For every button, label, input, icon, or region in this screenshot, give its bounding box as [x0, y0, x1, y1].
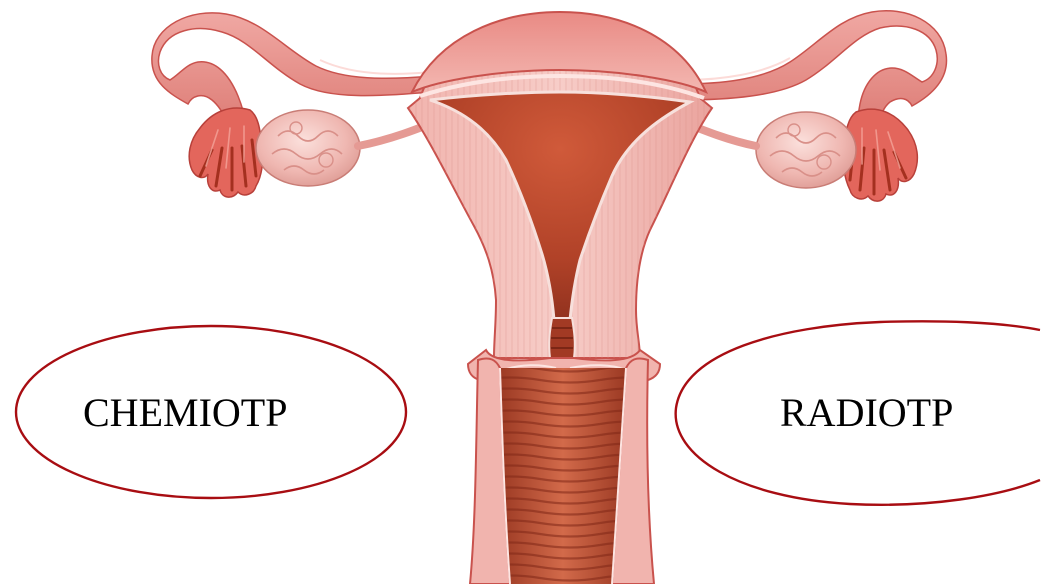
- cervical-canal: [549, 318, 575, 358]
- radiotherapy-label: RADIOTP: [780, 393, 953, 433]
- left-fimbriae: [189, 108, 263, 197]
- left-ovary: [256, 110, 360, 186]
- chemiotherapy-label: CHEMIOTP: [83, 393, 287, 433]
- vaginal-canal: [470, 358, 654, 584]
- right-ovary: [756, 112, 856, 188]
